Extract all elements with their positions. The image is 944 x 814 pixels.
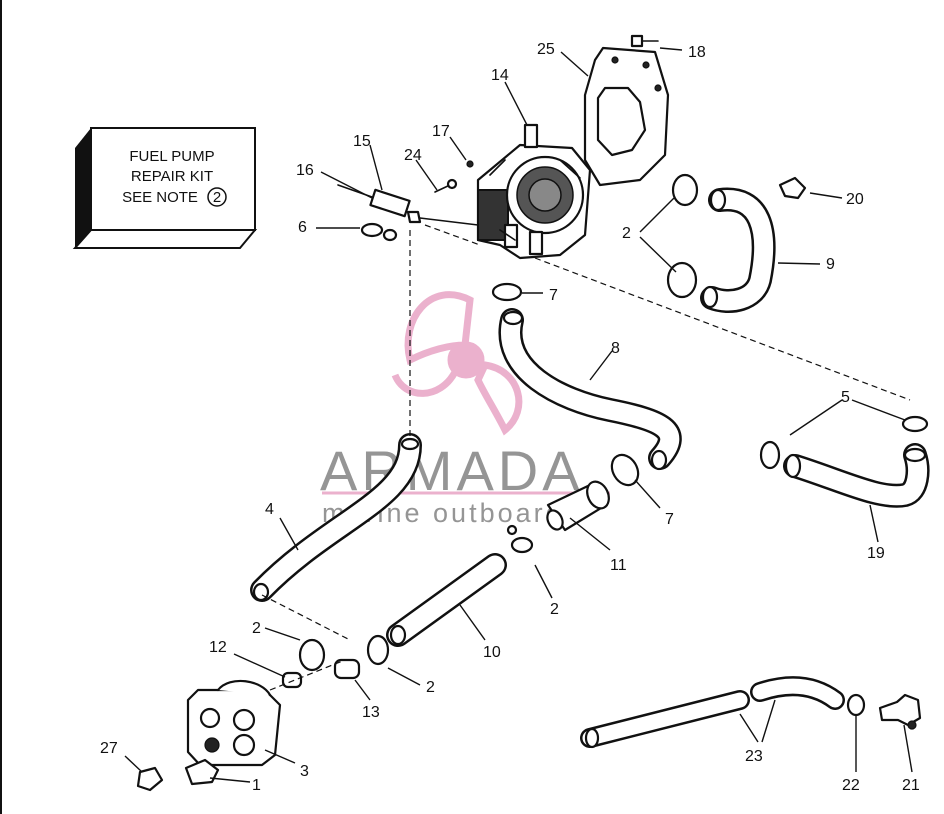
fuel-filter-part-11 — [506, 480, 610, 536]
note-box-number: 2 — [213, 189, 221, 206]
callout-23: 23 — [745, 748, 763, 765]
callout-1: 1 — [252, 777, 261, 794]
connector-part-13 — [333, 658, 361, 680]
callout-9: 9 — [826, 256, 835, 273]
callout-10: 10 — [483, 644, 501, 661]
callout-labels: 25 18 14 17 15 24 16 20 6 2 9 7 8 5 7 4 … — [100, 41, 920, 794]
propeller-logo — [391, 291, 523, 436]
callout-3: 3 — [300, 763, 309, 780]
fuel-pump-assembly — [476, 123, 592, 260]
connector-part-12 — [281, 671, 303, 689]
hose-part-8 — [498, 308, 682, 471]
callout-21: 21 — [902, 777, 920, 794]
callout-7-upper: 7 — [549, 287, 558, 304]
fitting-part-15-16 — [337, 184, 479, 226]
pump-gasket-bracket — [583, 46, 670, 187]
clamp-part-7-upper — [491, 282, 523, 302]
note-box-line2: REPAIR KIT — [131, 168, 213, 185]
callout-7-lower: 7 — [665, 511, 674, 528]
callout-15: 15 — [353, 133, 371, 150]
clip-part-27 — [136, 766, 164, 792]
callout-20: 20 — [846, 191, 864, 208]
note-box-line3: SEE NOTE — [122, 189, 198, 206]
callout-2-lower-left: 2 — [252, 620, 261, 637]
callout-8: 8 — [611, 340, 620, 357]
clip-part-20 — [778, 176, 807, 200]
hose-part-23 — [580, 676, 845, 749]
callout-2-lower-right: 2 — [426, 679, 435, 696]
screw-part-24 — [434, 178, 458, 193]
note-box-line1: FUEL PUMP — [129, 148, 214, 165]
clamp-part-22 — [846, 693, 866, 717]
routing-dash-lines — [261, 224, 911, 691]
callout-6: 6 — [298, 219, 307, 236]
callout-24: 24 — [404, 147, 422, 164]
clip-part-6 — [360, 222, 398, 242]
washer-part-17 — [466, 160, 474, 168]
screw-part-18 — [630, 34, 659, 48]
connector-part-21 — [878, 693, 922, 730]
armada-watermark: ARMADA marine outboards — [320, 291, 610, 528]
callout-13: 13 — [362, 704, 380, 721]
callout-2-upper: 2 — [622, 225, 631, 242]
callout-17: 17 — [432, 123, 450, 140]
callout-4: 4 — [265, 501, 274, 518]
note-number-circle — [207, 187, 227, 207]
callout-11: 11 — [610, 557, 627, 574]
callout-27: 27 — [100, 740, 118, 757]
hose-part-19 — [783, 443, 930, 508]
filter-housing-part-3 — [186, 679, 282, 767]
callout-18: 18 — [688, 44, 706, 61]
hose-part-9 — [700, 187, 776, 313]
fuel-pump-repair-kit-box: FUEL PUMP REPAIR KIT SEE NOTE 2 — [72, 127, 258, 249]
clamp-part-7-lower — [610, 453, 640, 487]
leader-lines — [124, 47, 913, 783]
clamp-part-2-upper — [666, 173, 699, 299]
clamp-part-2-lower — [298, 634, 390, 672]
hose-part-10 — [386, 553, 507, 647]
hose-part-4 — [250, 433, 422, 602]
callout-5: 5 — [841, 389, 850, 406]
clamp-part-2-middle — [510, 536, 534, 554]
callout-25: 25 — [537, 41, 555, 58]
callout-12: 12 — [209, 639, 227, 656]
callout-22: 22 — [842, 777, 860, 794]
callout-14: 14 — [491, 67, 509, 84]
callout-19: 19 — [867, 545, 885, 562]
callout-16: 16 — [296, 162, 314, 179]
callout-2-middle: 2 — [550, 601, 559, 618]
clamp-part-5 — [759, 415, 929, 470]
